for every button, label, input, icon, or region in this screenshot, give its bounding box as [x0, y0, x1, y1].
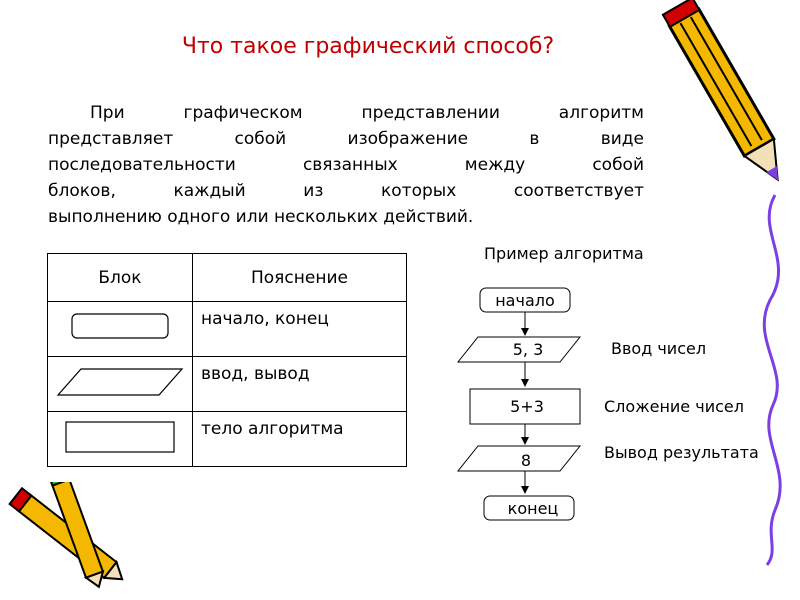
- note-input: Ввод чисел: [611, 339, 707, 358]
- paragraph-line: блоков, каждый из которых соответствует: [48, 181, 644, 201]
- process-block-label: 5+3: [510, 397, 544, 416]
- paragraph-line: представляет собой изображение в виде: [48, 129, 644, 149]
- paragraph-line: последовательности связанных между собой: [48, 155, 644, 175]
- note-sum: Сложение чисел: [604, 397, 744, 416]
- end-block-label: конец: [508, 499, 559, 518]
- pencils-icon: [8, 482, 124, 589]
- end-block: [483, 495, 575, 521]
- paragraph-line: выполнению одного или нескольких действи…: [48, 207, 474, 227]
- note-output: Вывод результата: [604, 443, 759, 462]
- explanation-cell: начало, конец: [191, 301, 408, 357]
- paragraph-line: При графическом представлении алгоритм: [90, 103, 644, 123]
- start-block-label: начало: [495, 291, 555, 310]
- table-row: начало, конец: [47, 301, 408, 357]
- output-block-label: 8: [521, 451, 531, 470]
- parallelogram-shape: [56, 367, 184, 396]
- table-row: ввод, вывод: [47, 356, 408, 412]
- rounded-rectangle-shape: [71, 312, 169, 339]
- shape-cell: [47, 301, 193, 357]
- shape-cell: [47, 411, 193, 467]
- definition-paragraph: При графическом представлении алгоритм п…: [48, 100, 644, 230]
- squiggle-line: [762, 194, 782, 566]
- rectangle-shape: [65, 420, 175, 453]
- header-explanation: Пояснение: [191, 253, 408, 302]
- slide-title: Что такое графический способ?: [181, 34, 555, 59]
- header-block: Блок: [47, 253, 193, 302]
- table-row: тело алгоритма: [47, 411, 408, 467]
- output-block: [456, 445, 582, 472]
- example-title: Пример алгоритма: [484, 244, 644, 263]
- explanation-cell: тело алгоритма: [191, 411, 408, 467]
- shape-cell: [47, 356, 193, 412]
- pencil-icon: [661, 0, 779, 182]
- explanation-cell: ввод, вывод: [191, 356, 408, 412]
- input-block: [456, 336, 582, 363]
- table-header-row: Блок Пояснение: [47, 253, 408, 302]
- block-legend-table: Блок Пояснение начало, конец ввод, вывод…: [47, 253, 408, 467]
- process-block: [469, 388, 581, 425]
- input-block-label: 5, 3: [513, 340, 544, 359]
